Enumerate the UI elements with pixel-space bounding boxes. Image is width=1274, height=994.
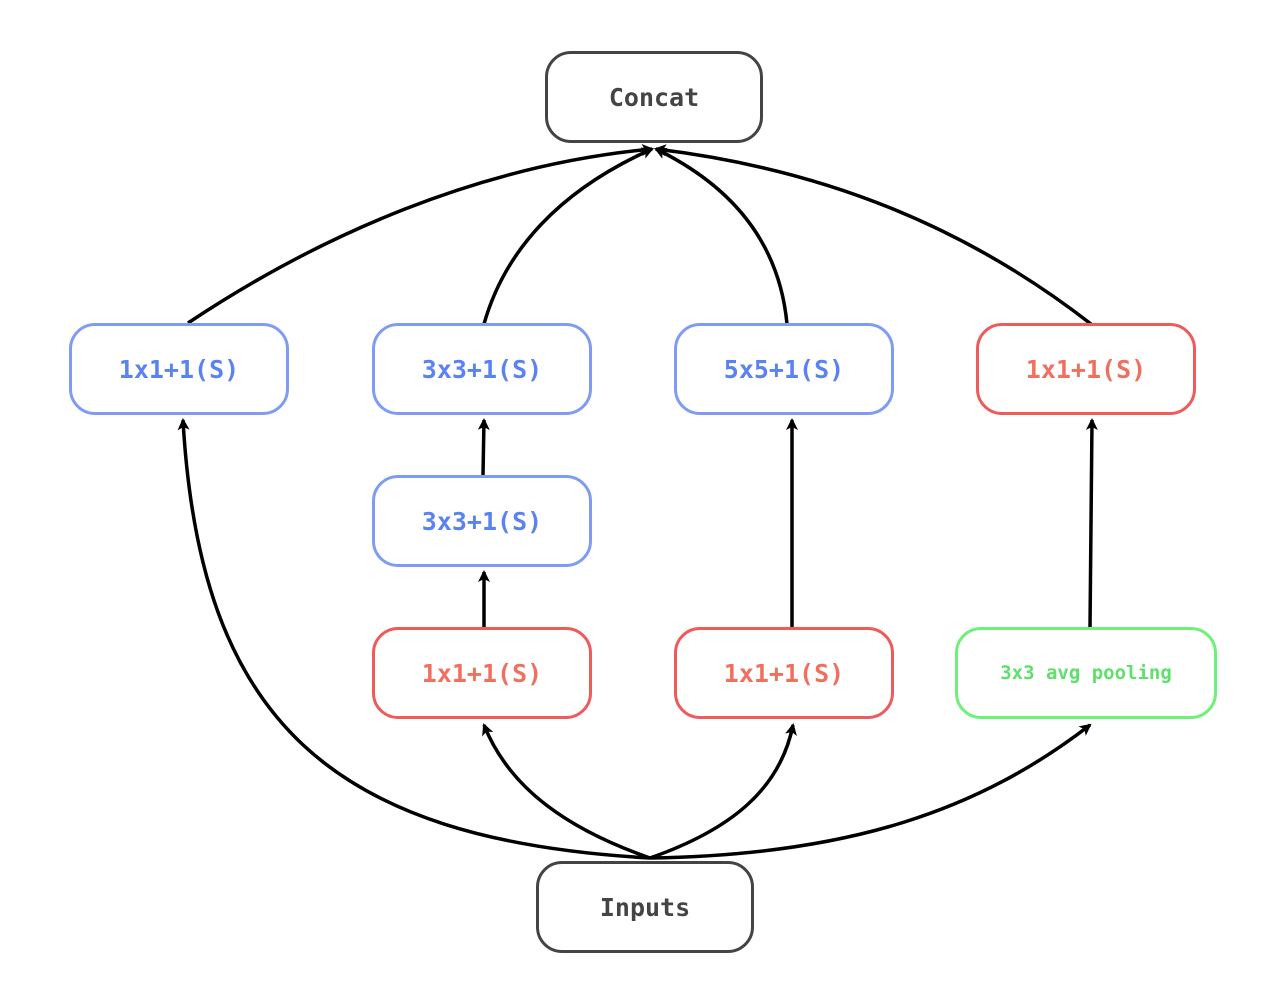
edge-branch2-mid-to-top xyxy=(477,418,490,476)
branch2-conv-3x3-top-node: 3x3+1(S) xyxy=(372,323,592,415)
edge-branch4-pool-to-conv xyxy=(1085,418,1098,629)
branch2-reduce-1x1-node: 1x1+1(S) xyxy=(372,627,592,719)
branch3-conv-5x5-node: 5x5+1(S) xyxy=(674,323,894,415)
branch4-avg-pooling-node: 3x3 avg pooling xyxy=(955,627,1217,719)
edge-inputs-to-branch4-pool xyxy=(649,723,1092,860)
edge-branch4-to-concat xyxy=(654,144,1093,326)
branch4-conv-1x1-node: 1x1+1(S) xyxy=(976,323,1196,415)
edge-branch1-to-concat xyxy=(187,143,654,325)
concat-node: Concat xyxy=(545,51,763,143)
edge-branch2-to-concat xyxy=(482,147,654,325)
branch1-conv-1x1-node: 1x1+1(S) xyxy=(69,323,289,415)
edge-inputs-to-branch2-reduce xyxy=(482,723,651,860)
edge-branch3-to-concat xyxy=(654,147,789,325)
branch3-reduce-1x1-node: 1x1+1(S) xyxy=(674,627,894,719)
inputs-node: Inputs xyxy=(536,861,754,953)
edge-inputs-to-branch1 xyxy=(177,418,651,860)
branch2-conv-3x3-mid-node: 3x3+1(S) xyxy=(372,475,592,567)
edge-inputs-to-branch3-reduce xyxy=(649,723,797,860)
